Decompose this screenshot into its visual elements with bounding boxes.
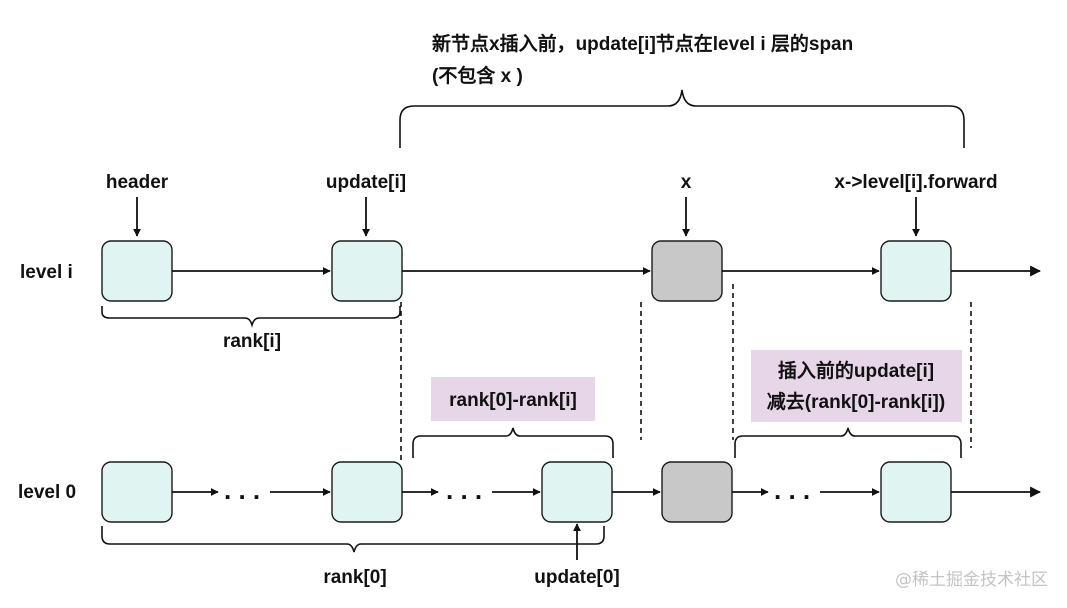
span-note-highlight	[751, 350, 962, 422]
ellipsis-3: . . .	[774, 475, 810, 505]
x-node-level-0	[661, 461, 733, 523]
header-label: header	[106, 172, 169, 193]
update-i-label: update[i]	[326, 172, 406, 193]
forward-label: x->level[i].forward	[834, 172, 997, 193]
ellipsis-2: . . .	[446, 475, 482, 505]
level-0-node-2	[331, 461, 403, 523]
level-i-label: level i	[20, 262, 73, 283]
top-annotation-line2: (不包含 x )	[432, 64, 523, 87]
ellipsis-1: . . .	[224, 475, 260, 505]
forward-node-level-i	[880, 240, 952, 302]
header-node-level-i	[101, 240, 173, 302]
span-note-line2: 减去(rank[0]-rank[i])	[767, 390, 945, 413]
update-0-node	[541, 461, 613, 523]
rank-diff-highlight	[431, 377, 595, 421]
update-0-label: update[0]	[534, 567, 620, 588]
rank-i-brace	[101, 306, 401, 328]
x-node-level-i	[651, 240, 723, 302]
top-span-brace	[399, 89, 965, 148]
rank-0-label: rank[0]	[323, 567, 386, 588]
watermark: @稀土掘金技术社区	[895, 570, 1048, 590]
rank-diff-brace	[412, 427, 614, 458]
span-note-brace	[734, 427, 962, 458]
forward-node-level-0	[880, 461, 952, 523]
header-node-level-0	[101, 461, 173, 523]
rank-i-label: rank[i]	[223, 331, 281, 352]
top-annotation-line1: 新节点x插入前，update[i]节点在level i 层的span	[432, 32, 853, 55]
span-note-line1: 插入前的update[i]	[778, 359, 934, 382]
update-i-node	[331, 240, 403, 302]
rank-diff-label: rank[0]-rank[i]	[449, 390, 577, 411]
rank-0-brace	[101, 526, 605, 553]
level-0-label: level 0	[18, 482, 76, 503]
x-label: x	[681, 172, 692, 193]
